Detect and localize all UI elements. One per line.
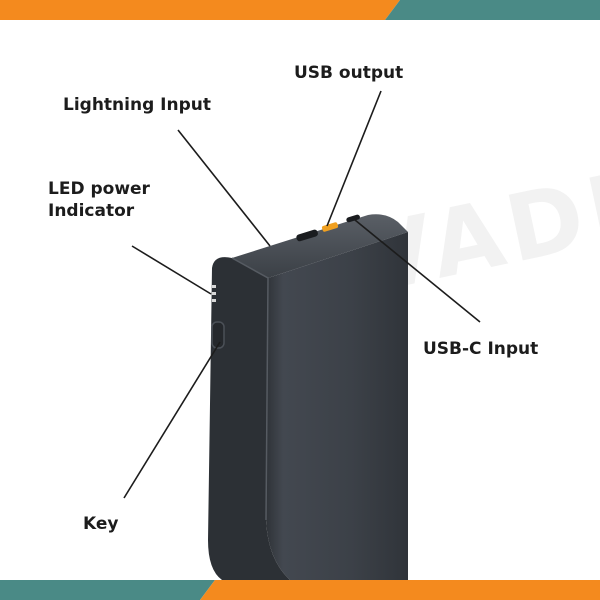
usb-output-leader: [326, 90, 382, 227]
usb-output-label: USB output: [294, 62, 403, 84]
lightning-input-text: Lightning Input: [63, 95, 212, 115]
bottom-teal-band: [0, 580, 215, 600]
key-text: Key: [83, 514, 119, 534]
key-leader: [123, 341, 221, 499]
lightning-input-label: Lightning Input: [63, 94, 211, 116]
led-power-indicator-line2: Indicator: [48, 201, 135, 221]
led-power-indicator-label: LED power Indicator: [48, 178, 150, 222]
led-power-indicator-line1: LED power: [48, 179, 150, 199]
bottom-orange-band: [200, 580, 600, 600]
usbc-input-leader: [354, 219, 481, 323]
top-orange-band: [0, 0, 400, 20]
power-bank-illustration-icon: [208, 214, 408, 580]
led-indicator-leader: [131, 245, 212, 295]
lightning-input-leader: [177, 129, 271, 247]
usbc-input-label: USB-C Input: [423, 338, 538, 360]
key-label: Key: [83, 513, 119, 535]
top-teal-band: [385, 0, 600, 20]
usb-output-text: USB output: [294, 63, 404, 83]
usbc-input-text: USB-C Input: [423, 339, 539, 359]
